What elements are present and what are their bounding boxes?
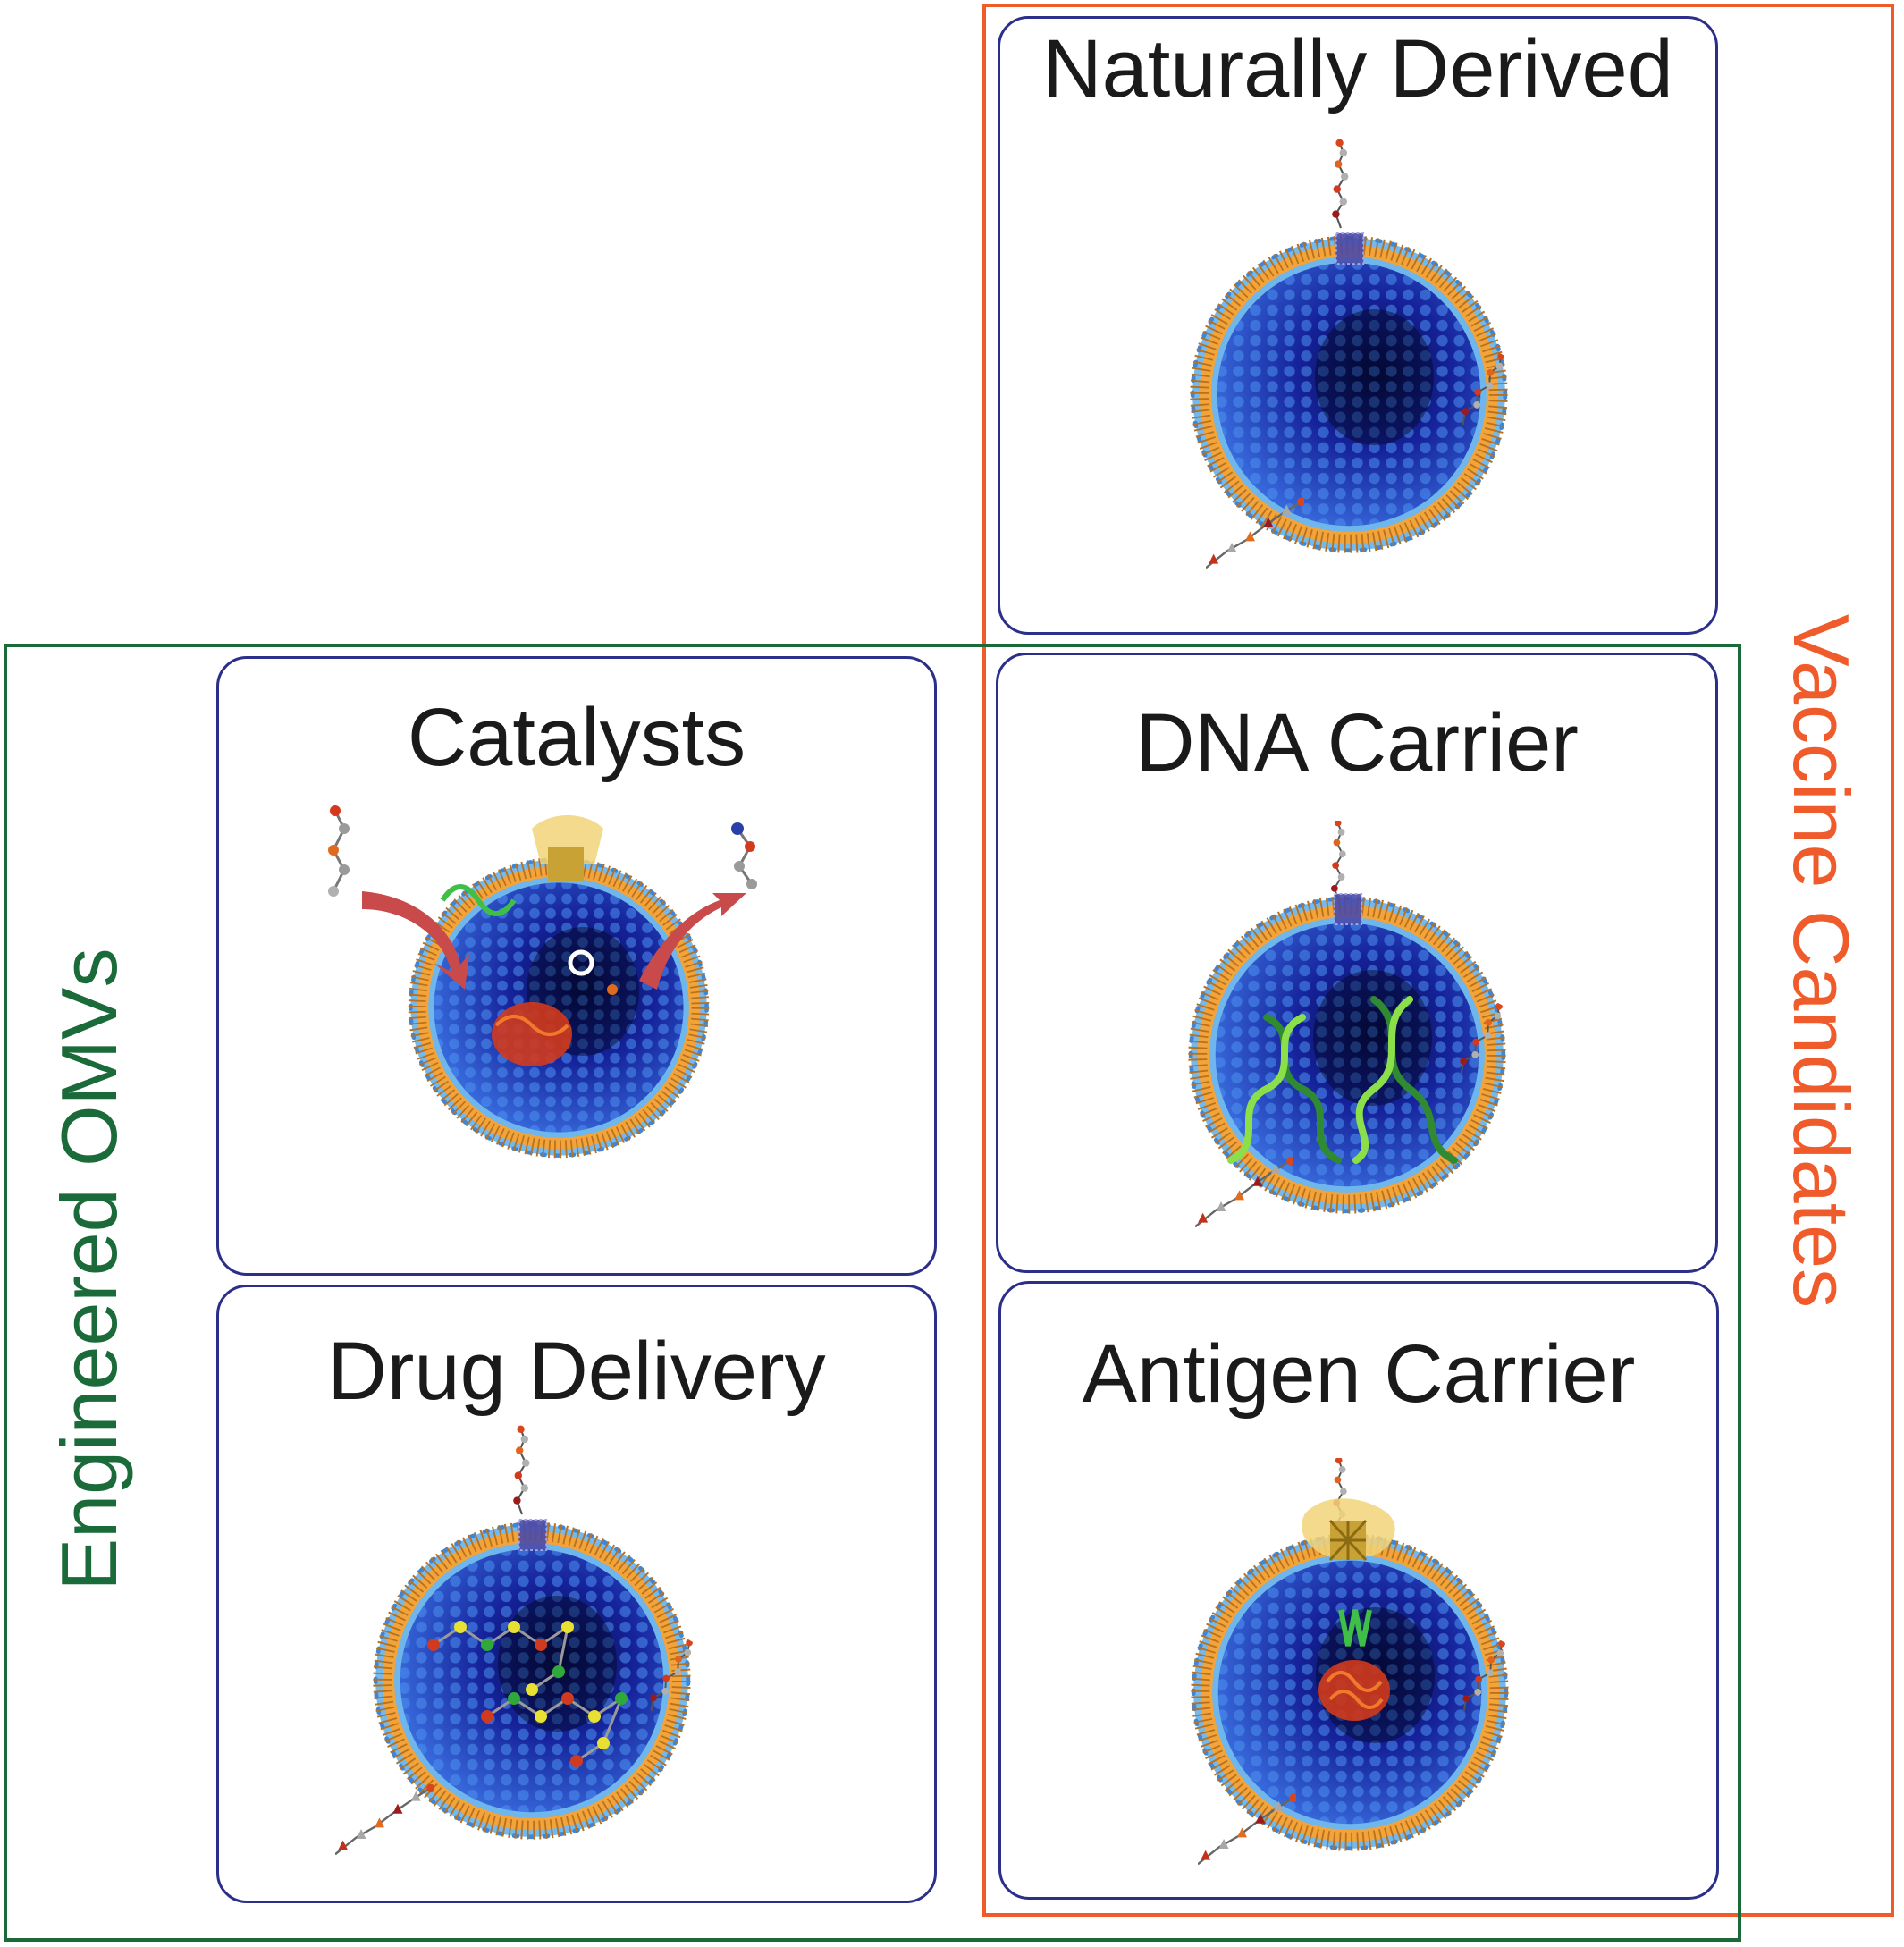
- panel-title: Drug Delivery: [327, 1326, 826, 1417]
- panel-naturally-derived: Naturally Derived: [998, 16, 1718, 635]
- conversion-arrow-icon: [362, 891, 746, 990]
- vaccine-candidates-frame: [982, 4, 1894, 1917]
- enzyme-icon: [440, 815, 618, 1066]
- panel-drug-delivery: Drug Delivery: [216, 1285, 937, 1903]
- surface-protein-icon: [1302, 1498, 1395, 1562]
- panel-dna-carrier: DNA Carrier: [996, 653, 1718, 1273]
- omv-vesicle-illustration: [335, 1424, 699, 1856]
- drug-molecule-icon: [427, 1621, 628, 1767]
- omv-vesicle-illustration: [1170, 138, 1546, 569]
- omv-vesicle-illustration: [1168, 821, 1544, 1228]
- omv-vesicle-illustration: [328, 805, 757, 1186]
- engineered-omvs-label: Engineered OMVs: [45, 948, 133, 1591]
- antigen-protein-icon: [1318, 1609, 1390, 1721]
- panel-antigen-carrier: Antigen Carrier: [998, 1281, 1719, 1900]
- panel-title: Naturally Derived: [1042, 23, 1673, 114]
- product-molecule-icon: [731, 822, 757, 889]
- panel-title: Antigen Carrier: [1082, 1328, 1636, 1420]
- dna-helix-icon: [1227, 996, 1458, 1164]
- vaccine-candidates-label: Vaccine Candidates: [1777, 613, 1866, 1309]
- panel-catalysts: Catalysts: [216, 656, 937, 1276]
- omv-vesicle-illustration: [1171, 1458, 1546, 1866]
- substrate-molecule-icon: [328, 805, 350, 897]
- panel-title: Catalysts: [407, 692, 746, 783]
- panel-title: DNA Carrier: [1135, 697, 1579, 788]
- engineered-omvs-frame: [4, 644, 1741, 1942]
